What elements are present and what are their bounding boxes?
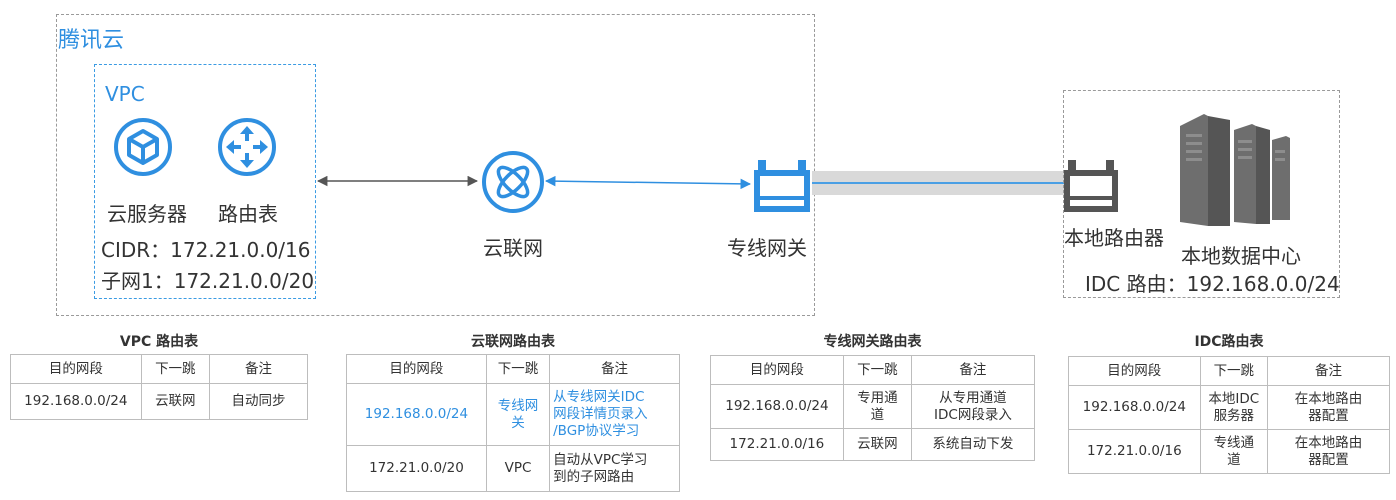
table-header-row: 目的网段 下一跳 备注 — [710, 355, 1036, 385]
cell-note: 自动同步 — [208, 383, 309, 420]
vpc-cidr: CIDR：172.21.0.0/16 — [101, 238, 311, 262]
cell-next-hop: VPC — [485, 445, 551, 492]
local-datacenter-label: 本地数据中心 — [1181, 244, 1301, 268]
cell-destination: 192.168.0.0/24 — [710, 384, 844, 429]
table-header-row: 目的网段 下一跳 备注 — [10, 354, 309, 384]
cvm-label: 云服务器 — [107, 202, 187, 226]
cell-next-hop: 云联网 — [842, 428, 912, 461]
cell-destination: 192.168.0.0/24 — [1068, 385, 1201, 430]
local-router-icon[interactable] — [1063, 158, 1119, 214]
table-header-row: 目的网段 下一跳 备注 — [346, 354, 680, 384]
cell-note: 在本地路由 器配置 — [1267, 385, 1390, 430]
table-row: 192.168.0.0/24 专用通 道 从专用通道 IDC网段录入 — [710, 384, 1036, 429]
ccn-route-table-title: 云联网路由表 — [471, 334, 555, 350]
cell-destination: 172.21.0.0/16 — [1068, 429, 1201, 474]
col-note: 备注 — [1267, 356, 1390, 386]
table-row: 192.168.0.0/24 本地IDC 服务器 在本地路由 器配置 — [1068, 385, 1390, 430]
table-row: 172.21.0.0/20 VPC 自动从VPC学习 到的子网路由 — [346, 445, 680, 492]
col-note: 备注 — [208, 354, 309, 384]
col-destination: 目的网段 — [346, 354, 487, 384]
table-row: 192.168.0.0/24 云联网 自动同步 — [10, 383, 309, 420]
cell-note: 从专线网关IDC 网段详情页录入 /BGP协议学习 — [549, 383, 680, 446]
vpc-route-table: 目的网段 下一跳 备注 192.168.0.0/24 云联网 自动同步 — [10, 354, 309, 420]
table-header-row: 目的网段 下一跳 备注 — [1068, 356, 1390, 386]
col-destination: 目的网段 — [710, 355, 844, 385]
idc-route-table: 目的网段 下一跳 备注 192.168.0.0/24 本地IDC 服务器 在本地… — [1068, 356, 1390, 474]
vpc-title: VPC — [105, 82, 145, 106]
vpc-route-table-title: VPC 路由表 — [119, 334, 199, 350]
cell-note: 从专用通道 IDC网段录入 — [910, 384, 1036, 429]
tencent-cloud-region — [56, 14, 815, 316]
cell-destination: 172.21.0.0/16 — [710, 428, 844, 461]
dc-gateway-label: 专线网关 — [727, 236, 807, 260]
col-next-hop: 下一跳 — [485, 354, 551, 384]
local-router-label: 本地路由器 — [1064, 226, 1164, 250]
cell-destination: 172.21.0.0/20 — [346, 445, 487, 492]
gateway-icon[interactable] — [752, 158, 812, 216]
cell-next-hop: 云联网 — [140, 383, 210, 420]
col-next-hop: 下一跳 — [842, 355, 912, 385]
connection-lines — [316, 171, 1064, 195]
ccn-icon[interactable] — [480, 149, 546, 215]
col-destination: 目的网段 — [10, 354, 142, 384]
cell-note: 自动从VPC学习 到的子网路由 — [549, 445, 680, 492]
router-icon[interactable] — [216, 116, 278, 178]
vpc-region — [94, 64, 316, 299]
cloud-server-icon[interactable] — [112, 116, 174, 178]
cell-note: 系统自动下发 — [910, 428, 1036, 461]
ccn-route-table: 目的网段 下一跳 备注 192.168.0.0/24 专线网 关 从专线网关ID… — [346, 354, 680, 492]
col-note: 备注 — [549, 354, 680, 384]
cell-next-hop: 本地IDC 服务器 — [1199, 385, 1269, 430]
table-row: 172.21.0.0/16 云联网 系统自动下发 — [710, 428, 1036, 461]
cell-destination: 192.168.0.0/24 — [346, 383, 487, 446]
ccn-label: 云联网 — [483, 236, 543, 260]
tencent-cloud-title: 腾讯云 — [58, 28, 125, 53]
idc-route: IDC 路由：192.168.0.0/24 — [1085, 272, 1340, 296]
dcg-route-table-title: 专线网关路由表 — [823, 334, 922, 350]
cell-destination: 192.168.0.0/24 — [10, 383, 142, 420]
col-next-hop: 下一跳 — [1199, 356, 1269, 386]
ccn-gateway-link — [544, 175, 752, 190]
cell-next-hop: 专用通 道 — [842, 384, 912, 429]
idc-route-table-title: IDC路由表 — [1194, 334, 1264, 350]
cell-next-hop: 专线通 道 — [1199, 429, 1269, 474]
vpc-subnet: 子网1：172.21.0.0/20 — [101, 269, 315, 293]
table-row: 172.21.0.0/16 专线通 道 在本地路由 器配置 — [1068, 429, 1390, 474]
idc-region — [1063, 90, 1340, 298]
col-destination: 目的网段 — [1068, 356, 1201, 386]
dcg-route-table: 目的网段 下一跳 备注 192.168.0.0/24 专用通 道 从专用通道 I… — [710, 355, 1036, 461]
col-note: 备注 — [910, 355, 1036, 385]
cell-note: 在本地路由 器配置 — [1267, 429, 1390, 474]
server-tower-icon — [1180, 114, 1290, 226]
col-next-hop: 下一跳 — [140, 354, 210, 384]
cell-next-hop: 专线网 关 — [485, 383, 551, 446]
route-table-label: 路由表 — [218, 202, 278, 226]
table-row: 192.168.0.0/24 专线网 关 从专线网关IDC 网段详情页录入 /B… — [346, 383, 680, 446]
